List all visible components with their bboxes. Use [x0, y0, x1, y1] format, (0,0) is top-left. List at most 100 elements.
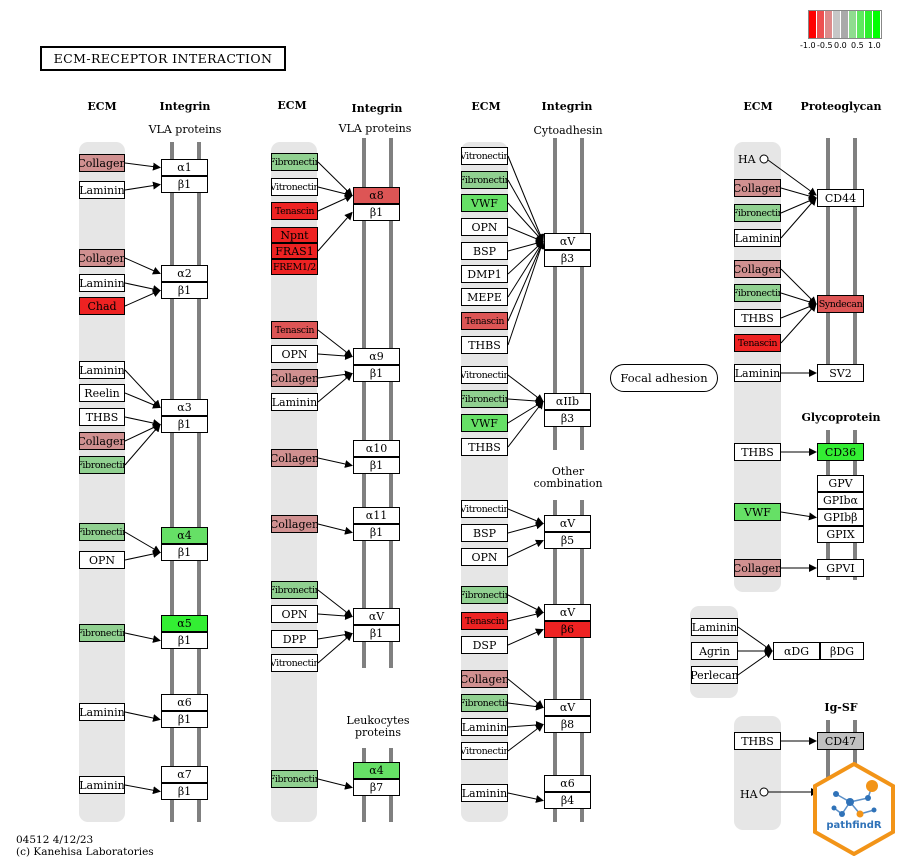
- gene-node-c1-a6[interactable]: α6: [161, 694, 208, 711]
- gene-node-c4-cd44[interactable]: CD44: [817, 189, 864, 207]
- gene-node-c4-thbs-1[interactable]: THBS: [734, 309, 781, 327]
- gene-node-c2-opn-2[interactable]: OPN: [271, 605, 318, 623]
- gene-node-c2-vitronectin-2[interactable]: Vitronectin: [271, 654, 318, 672]
- gene-node-c2-vitronectin-1[interactable]: Vitronectin: [271, 178, 318, 196]
- gene-node-c1-laminin-3[interactable]: Laminin: [79, 361, 125, 379]
- gene-node-c2-b1-2[interactable]: β1: [353, 365, 400, 382]
- gene-node-c3-tenascin-1[interactable]: Tenascin: [461, 312, 508, 330]
- gene-node-c1-laminin-2[interactable]: Laminin: [79, 274, 125, 292]
- gene-node-c2-fibronectin-2[interactable]: Fibronectin: [271, 581, 318, 599]
- gene-node-c4-bdg[interactable]: βDG: [820, 642, 864, 660]
- gene-node-c2-b1-4[interactable]: β1: [353, 524, 400, 541]
- gene-node-c3-b3-1[interactable]: β3: [544, 250, 591, 267]
- gene-node-c3-vitronectin-2[interactable]: Vitronectin: [461, 366, 508, 384]
- gene-node-c2-dpp[interactable]: DPP: [271, 630, 318, 648]
- gene-node-c2-b1-5[interactable]: β1: [353, 625, 400, 642]
- gene-node-c1-a3[interactable]: α3: [161, 399, 208, 416]
- gene-node-c1-a7[interactable]: α7: [161, 766, 208, 783]
- gene-node-c1-fibronectin-2[interactable]: Fibronectin: [79, 523, 125, 541]
- gene-node-c2-opn[interactable]: OPN: [271, 345, 318, 363]
- gene-node-c4-gpvi[interactable]: GPVI: [817, 559, 864, 577]
- gene-node-c1-collagen-3[interactable]: Collagen: [79, 432, 125, 450]
- gene-node-c3-fibronectin-3[interactable]: Fibronectin: [461, 586, 508, 604]
- gene-node-c4-sv2[interactable]: SV2: [817, 364, 864, 382]
- gene-node-c1-b1-1[interactable]: β1: [161, 176, 208, 193]
- gene-node-c4-laminin-1[interactable]: Laminin: [734, 229, 781, 247]
- gene-node-c4-collagen-1[interactable]: Collagen: [734, 179, 781, 197]
- gene-node-c4-syndecan[interactable]: Syndecan: [817, 295, 864, 313]
- gene-node-c2-collagen-1[interactable]: Collagen: [271, 369, 318, 387]
- gene-node-c3-av-2[interactable]: αV: [544, 515, 591, 532]
- gene-node-c1-b1-4[interactable]: β1: [161, 544, 208, 561]
- gene-node-c1-a2[interactable]: α2: [161, 265, 208, 282]
- gene-node-c3-thbs-2[interactable]: THBS: [461, 438, 508, 456]
- gene-node-c3-fibronectin-2[interactable]: Fibronectin: [461, 390, 508, 408]
- focal-adhesion-link[interactable]: Focal adhesion: [610, 364, 718, 392]
- gene-node-c3-av-3[interactable]: αV: [544, 604, 591, 621]
- gene-node-c2-a4[interactable]: α4: [353, 762, 400, 779]
- gene-node-c3-b3-2[interactable]: β3: [544, 410, 591, 427]
- gene-node-c4-laminin-2[interactable]: Laminin: [734, 364, 781, 382]
- gene-node-c1-b1-7[interactable]: β1: [161, 783, 208, 800]
- gene-node-c1-a5[interactable]: α5: [161, 615, 208, 632]
- gene-node-c3-laminin-1[interactable]: Laminin: [461, 718, 508, 736]
- gene-node-c2-npnt[interactable]: Npnt: [271, 227, 318, 243]
- gene-node-c4-adg[interactable]: αDG: [773, 642, 820, 660]
- gene-node-c1-collagen-2[interactable]: Collagen: [79, 249, 125, 267]
- gene-node-c3-fibronectin-1[interactable]: Fibronectin: [461, 171, 508, 189]
- gene-node-c1-chad[interactable]: Chad: [79, 297, 125, 315]
- gene-node-c3-vwf-1[interactable]: VWF: [461, 194, 508, 212]
- gene-node-c2-fibronectin-3[interactable]: Fibronectin: [271, 770, 318, 788]
- gene-node-c3-dmp1[interactable]: DMP1: [461, 265, 508, 283]
- gene-node-c4-thbs-3[interactable]: THBS: [734, 732, 781, 750]
- gene-node-c2-a8[interactable]: α8: [353, 187, 400, 204]
- gene-node-c2-collagen-2[interactable]: Collagen: [271, 449, 318, 467]
- gene-node-c3-fibronectin-4[interactable]: Fibronectin: [461, 694, 508, 712]
- gene-node-c2-b1-1[interactable]: β1: [353, 204, 400, 221]
- gene-node-c3-b5[interactable]: β5: [544, 532, 591, 549]
- gene-node-c3-bsp-1[interactable]: BSP: [461, 242, 508, 260]
- gene-node-c4-gpix[interactable]: GPIX: [817, 526, 864, 543]
- gene-node-c2-fibronectin-1[interactable]: Fibronectin: [271, 153, 318, 171]
- gene-node-c4-perlecan[interactable]: Perlecan: [691, 666, 738, 684]
- gene-node-c3-vitronectin-1[interactable]: Vitronectin: [461, 147, 508, 165]
- gene-node-c3-vwf-2[interactable]: VWF: [461, 414, 508, 432]
- gene-node-c3-b4[interactable]: β4: [544, 792, 591, 809]
- gene-node-c3-opn-1[interactable]: OPN: [461, 218, 508, 236]
- gene-node-c3-av-1[interactable]: αV: [544, 233, 591, 250]
- gene-node-c2-frem12[interactable]: FREM1/2: [271, 259, 318, 275]
- gene-node-c2-b7[interactable]: β7: [353, 779, 400, 796]
- gene-node-c2-fras1[interactable]: FRAS1: [271, 243, 318, 259]
- gene-node-c4-collagen-3[interactable]: Collagen: [734, 559, 781, 577]
- gene-node-c1-b1-3[interactable]: β1: [161, 416, 208, 433]
- gene-node-c2-av[interactable]: αV: [353, 608, 400, 625]
- gene-node-c1-fibronectin-3[interactable]: Fibronectin: [79, 624, 125, 642]
- gene-node-c3-opn-2[interactable]: OPN: [461, 548, 508, 566]
- gene-node-c2-laminin[interactable]: Laminin: [271, 393, 318, 411]
- gene-node-c1-laminin-4[interactable]: Laminin: [79, 703, 125, 721]
- gene-node-c2-collagen-3[interactable]: Collagen: [271, 515, 318, 533]
- gene-node-c4-fibronectin-2[interactable]: Fibronectin: [734, 284, 781, 302]
- gene-node-c4-collagen-2[interactable]: Collagen: [734, 260, 781, 278]
- gene-node-c1-opn[interactable]: OPN: [79, 551, 125, 569]
- gene-node-c4-gpibb[interactable]: GPIbβ: [817, 509, 864, 526]
- gene-node-c4-thbs-2[interactable]: THBS: [734, 443, 781, 461]
- gene-node-c1-b1-6[interactable]: β1: [161, 711, 208, 728]
- gene-node-c2-b1-3[interactable]: β1: [353, 457, 400, 474]
- gene-node-c1-thbs[interactable]: THBS: [79, 408, 125, 426]
- gene-node-c3-laminin-2[interactable]: Laminin: [461, 784, 508, 802]
- gene-node-c3-vitronectin-3[interactable]: Vitronectin: [461, 500, 508, 518]
- gene-node-c1-b1-2[interactable]: β1: [161, 282, 208, 299]
- gene-node-c4-cd47[interactable]: CD47: [817, 732, 864, 750]
- gene-node-c3-collagen[interactable]: Collagen: [461, 670, 508, 688]
- gene-node-c3-dsp[interactable]: DSP: [461, 636, 508, 654]
- gene-node-c3-b6[interactable]: β6: [544, 621, 591, 638]
- gene-node-c2-tenascin-2[interactable]: Tenascin: [271, 321, 318, 339]
- gene-node-c4-agrin[interactable]: Agrin: [691, 642, 738, 660]
- gene-node-c2-a11[interactable]: α11: [353, 507, 400, 524]
- gene-node-c3-av-4[interactable]: αV: [544, 699, 591, 716]
- gene-node-c1-laminin-1[interactable]: Laminin: [79, 181, 125, 199]
- gene-node-c3-b8[interactable]: β8: [544, 716, 591, 733]
- gene-node-c1-a1[interactable]: α1: [161, 159, 208, 176]
- gene-node-c1-a4[interactable]: α4: [161, 527, 208, 544]
